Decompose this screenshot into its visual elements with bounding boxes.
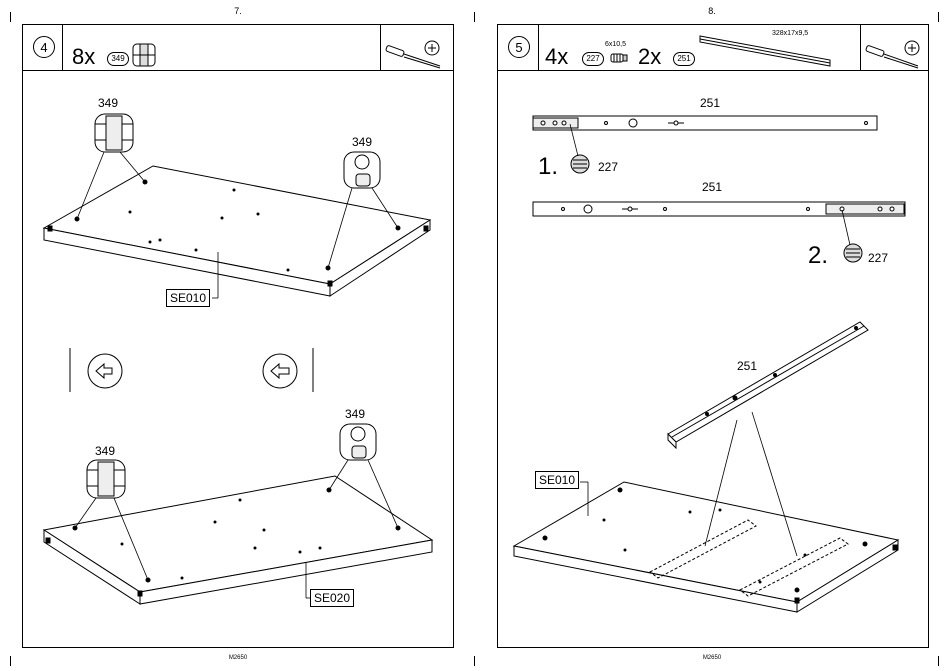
rail-part (533, 202, 905, 216)
euro-screw-icon (611, 54, 627, 62)
board-se010 (514, 482, 898, 612)
screw-label: 227 (868, 251, 888, 265)
euro-screw-icon (844, 244, 862, 262)
panel-label: SE010 (535, 471, 579, 489)
euro-screw-icon (571, 155, 589, 173)
rail-icon (700, 36, 830, 66)
rail-label: 251 (737, 359, 757, 373)
rail-label: 251 (700, 96, 720, 110)
rail-label: 251 (702, 180, 722, 194)
rail-part (668, 322, 868, 448)
rail-part (533, 116, 877, 130)
step-2-label: 2. (808, 242, 828, 270)
footer-code: M2650 (692, 655, 732, 661)
phillips-head-icon (905, 41, 919, 55)
step-1-label: 1. (538, 153, 558, 181)
screw-label: 227 (598, 160, 618, 174)
